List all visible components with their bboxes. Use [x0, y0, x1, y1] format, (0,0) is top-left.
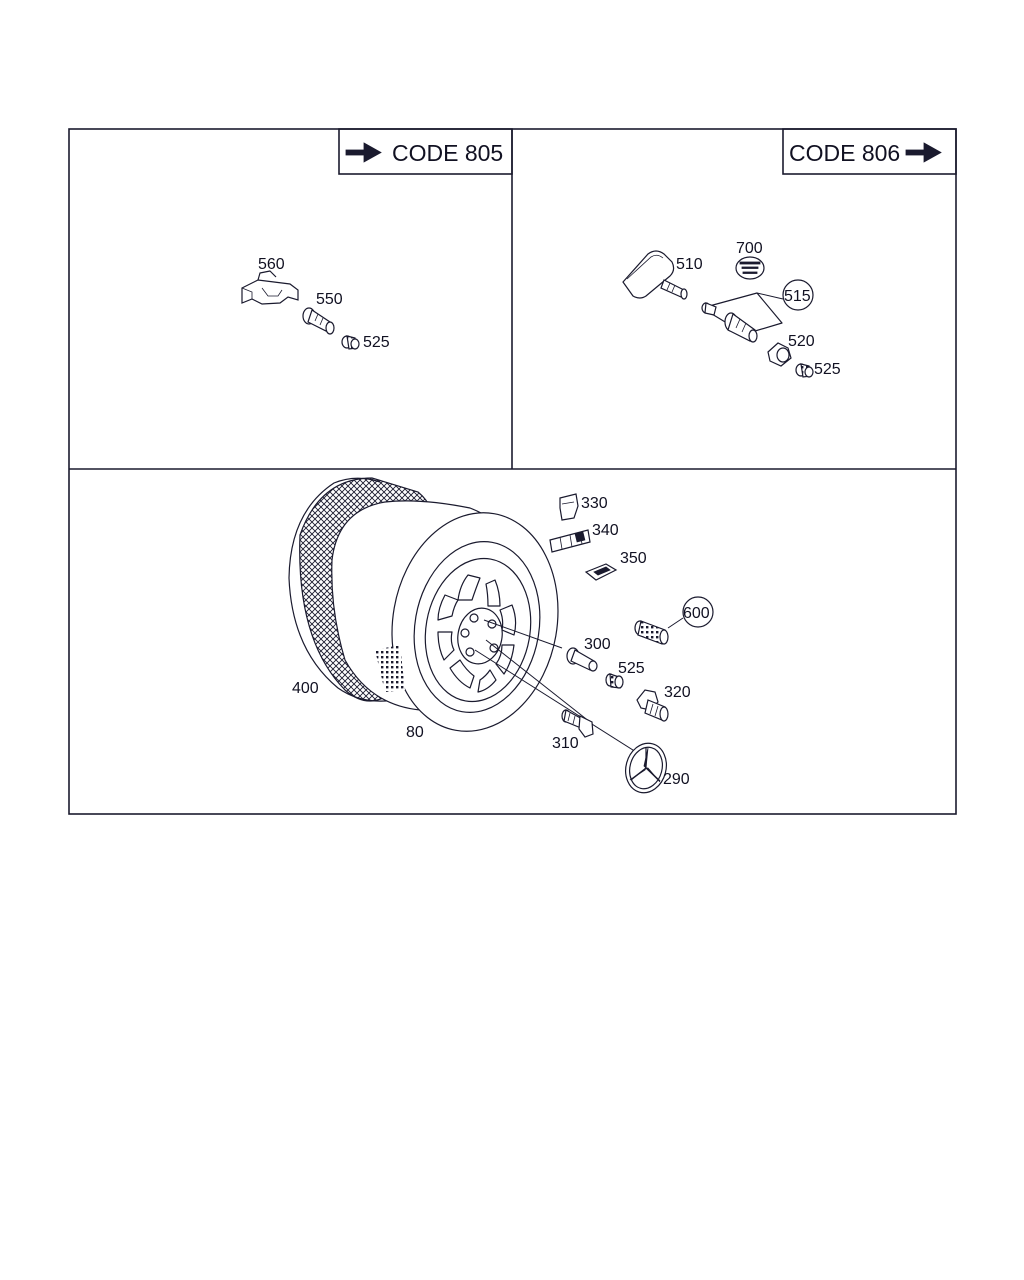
sensor-label-icon: [735, 256, 765, 280]
part-label-525-wheel: 525: [618, 660, 645, 677]
star-hub-cap-icon: [625, 742, 667, 794]
leader-310: [485, 639, 591, 723]
balance-weight-strip-icon: [549, 529, 591, 553]
part-label-560: 560: [258, 256, 285, 273]
leader-300: [483, 619, 563, 649]
part-label-550: 550: [316, 291, 343, 308]
part-label-600: 600: [683, 605, 710, 622]
part-label-510: 510: [676, 256, 703, 273]
part-label-320: 320: [664, 684, 691, 701]
valve-cap-icon: [795, 363, 814, 378]
code-805-header: CODE 805: [338, 128, 513, 175]
wheel-bolt-icon: [561, 709, 594, 738]
panel-wheel: 400 80 330 340 350: [288, 477, 714, 794]
valve-nut-icon: [767, 342, 792, 367]
balance-weight-icon: [559, 493, 579, 521]
valve-kit-icon: [701, 279, 814, 343]
part-label-525-code806: 525: [814, 361, 841, 378]
part-label-290: 290: [663, 771, 690, 788]
part-label-310: 310: [552, 735, 579, 752]
alloy-wheel-icon: [331, 500, 559, 732]
panel-code-806: 510 700 515 520: [622, 240, 841, 378]
valve-cap-icon: [341, 335, 360, 350]
part-label-400: 400: [292, 680, 319, 697]
code-806-header: CODE 806: [782, 128, 957, 175]
code-805-label: CODE 805: [392, 140, 503, 166]
part-label-515: 515: [784, 288, 811, 305]
code-806-label: CODE 806: [789, 140, 900, 166]
part-label-525: 525: [363, 334, 390, 351]
part-label-520: 520: [788, 333, 815, 350]
valve-cap-icon: [605, 673, 624, 689]
panel-code-805: 560 550 525: [241, 256, 390, 351]
arrow-right-icon: [905, 142, 942, 163]
tire-pressure-sensor-icon: [622, 250, 688, 300]
part-label-340: 340: [592, 522, 619, 539]
valve-icon: [636, 689, 669, 722]
valve-icon: [302, 307, 335, 335]
part-label-300: 300: [584, 636, 611, 653]
part-label-700: 700: [736, 240, 763, 257]
valve-icon: [566, 647, 598, 672]
arrow-right-icon: [345, 142, 382, 163]
valve-holder-icon: [241, 270, 299, 305]
part-label-80: 80: [406, 724, 424, 741]
leader-290: [474, 649, 637, 753]
adhesive-weight-icon: [584, 563, 618, 581]
part-label-330: 330: [581, 495, 608, 512]
valve-icon: [634, 596, 714, 645]
part-label-350: 350: [620, 550, 647, 567]
